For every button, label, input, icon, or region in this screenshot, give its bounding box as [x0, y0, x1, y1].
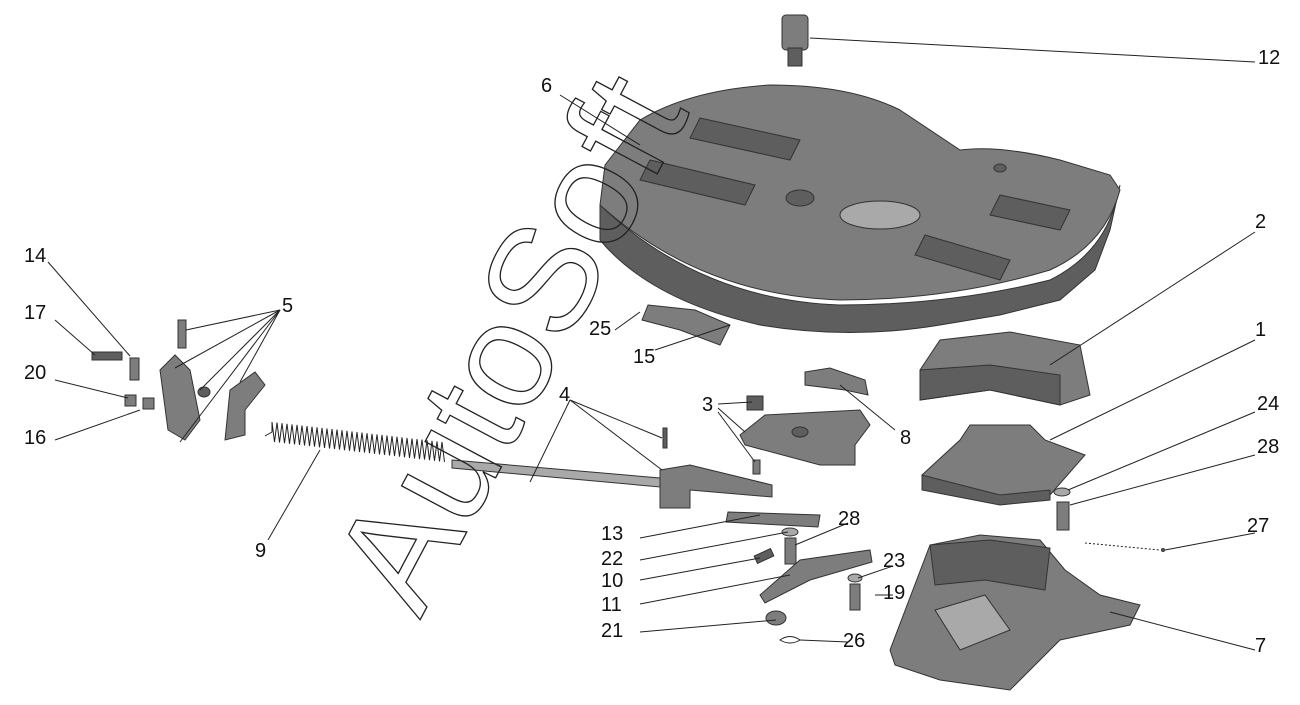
callout-9: 9: [255, 540, 266, 562]
callout-7: 7: [1255, 635, 1266, 657]
callout-28: 28: [1257, 436, 1279, 458]
callout-8: 8: [900, 427, 911, 449]
part-21-nut: [765, 610, 787, 626]
callout-6: 6: [541, 75, 552, 97]
callout-labels: 12 6 2 1 24 28 27 7 8 3 4 5 14 17 20 16 …: [24, 47, 1280, 657]
callout-25: 25: [589, 318, 611, 340]
part-28-bolt: [1056, 501, 1070, 531]
part-19-bolt: [849, 583, 861, 611]
part-5-latch-assembly: [159, 319, 266, 441]
callout-16: 16: [24, 427, 46, 449]
callout-28-lower: 28: [838, 508, 860, 530]
callout-13: 13: [601, 523, 623, 545]
callout-10: 10: [601, 570, 623, 592]
part-14-pin: [129, 357, 140, 381]
callout-21: 21: [601, 620, 623, 642]
callout-20: 20: [24, 362, 46, 384]
callout-27: 27: [1247, 515, 1269, 537]
callout-11: 11: [601, 594, 622, 616]
part-3-plate: [739, 395, 871, 475]
callout-26: 26: [843, 630, 865, 652]
callout-19: 19: [883, 582, 905, 604]
callout-2: 2: [1255, 211, 1266, 233]
part-4-lever: [451, 427, 773, 509]
part-1-base: [921, 424, 1086, 506]
part-12-pin: [781, 14, 809, 67]
part-9-spring: [264, 421, 445, 463]
part-28-bolt-lower: [784, 537, 797, 565]
part-23-washer: [847, 573, 863, 583]
callout-5: 5: [282, 295, 293, 317]
part-7-bracket: [889, 534, 1141, 691]
part-11-link: [759, 549, 873, 604]
part-24-washer: [1053, 487, 1071, 497]
part-2-cover: [919, 331, 1091, 406]
part-20-nut: [124, 394, 155, 410]
part-27-pin: [1161, 548, 1165, 552]
part-8-block: [804, 367, 869, 396]
part-22-washer: [781, 527, 799, 537]
callout-24: 24: [1257, 393, 1279, 415]
callout-22: 22: [601, 548, 623, 570]
part-13-strip: [725, 511, 821, 528]
watermark: AutoSoft: [300, 48, 718, 635]
callout-14: 14: [24, 245, 46, 267]
leader-lines: [47, 37, 1256, 651]
callout-12: 12: [1258, 47, 1280, 69]
callout-17: 17: [24, 302, 46, 324]
part-17-bolt: [91, 351, 123, 361]
part-6-plate: [599, 84, 1121, 333]
callout-3: 3: [702, 394, 713, 416]
callout-15: 15: [633, 346, 655, 368]
part-26-cotter-pin: [779, 636, 801, 644]
part-15-pad: [641, 304, 731, 346]
callout-4: 4: [559, 384, 570, 406]
callout-1: 1: [1255, 319, 1266, 341]
part-10-spring: [753, 547, 775, 565]
callout-23: 23: [883, 550, 905, 572]
